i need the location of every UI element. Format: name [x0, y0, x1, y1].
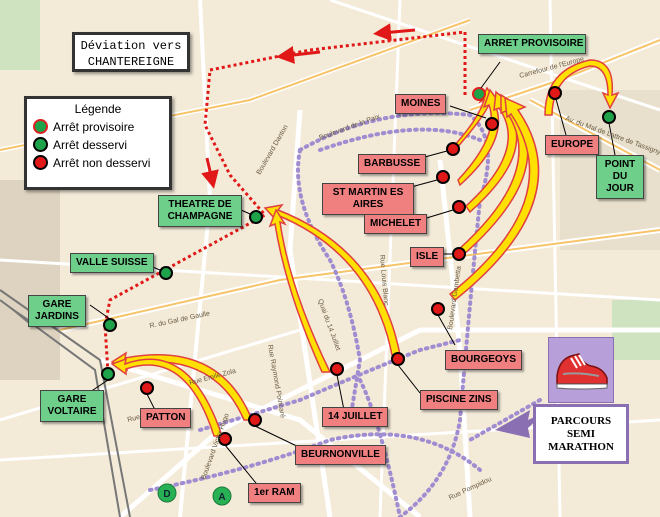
- label-moines[interactable]: MOINES: [395, 94, 447, 114]
- running-shoe-icon: [548, 337, 614, 403]
- label-piscine-zins[interactable]: PISCINE ZINS: [420, 390, 498, 410]
- railway-area: [0, 180, 60, 380]
- legend-title: Légende: [74, 102, 122, 116]
- legend: Légende Arrêt provisoire Arrêt desservi …: [24, 96, 172, 190]
- stop-beurnonville[interactable]: [248, 413, 262, 427]
- stop-moines[interactable]: [485, 117, 499, 131]
- stop-michelet[interactable]: [452, 200, 466, 214]
- park-area: [0, 0, 40, 70]
- stop-piscine-zins[interactable]: [391, 352, 405, 366]
- deviation-box: Déviation vers CHANTEREIGNE: [72, 32, 190, 72]
- line-marker-a: [212, 486, 232, 506]
- legend-served-label: Arrêt desservi: [53, 137, 128, 152]
- semi-marathon-badge: PARCOURS SEMI MARATHON: [533, 404, 629, 464]
- line-markers: D A: [157, 483, 232, 506]
- line-marker-a-label: A: [218, 492, 225, 503]
- deviation-direction-arrows: [201, 23, 416, 189]
- label-bourgeoys[interactable]: BOURGEOYS: [445, 350, 523, 370]
- stop-point-du-jour[interactable]: [602, 110, 616, 124]
- street-label: Rue Louis Blanc: [378, 255, 389, 307]
- line-marker-d-label: D: [163, 489, 170, 500]
- deviation-route: [103, 30, 467, 374]
- stop-gare-voltaire[interactable]: [101, 367, 115, 381]
- label-europe[interactable]: EUROPE: [545, 135, 600, 155]
- legend-item-served: Arrêt desservi: [33, 137, 169, 152]
- legend-item-provisional: Arrêt provisoire: [33, 119, 169, 134]
- legend-provisional-icon: [33, 119, 48, 134]
- stop-arret-provisoire[interactable]: [472, 87, 486, 101]
- label-arret-provisoire[interactable]: ARRET PROVISOIRE: [478, 34, 586, 54]
- label-barbusse[interactable]: BARBUSSE: [358, 154, 427, 174]
- stop-theatre[interactable]: [249, 210, 263, 224]
- label-beurnonville[interactable]: BEURNONVILLE: [295, 445, 386, 465]
- label-theatre[interactable]: THEATRE DE CHAMPAGNE: [158, 195, 242, 227]
- legend-not-served-label: Arrêt non desservi: [53, 155, 151, 170]
- label-valle-suisse[interactable]: VALLE SUISSE: [70, 253, 154, 273]
- stop-14-juillet[interactable]: [330, 362, 344, 376]
- stop-valle-suisse[interactable]: [159, 266, 173, 280]
- stop-barbusse[interactable]: [446, 142, 460, 156]
- stop-bourgeoys[interactable]: [431, 302, 445, 316]
- legend-not-served-icon: [33, 155, 48, 170]
- legend-provisional-label: Arrêt provisoire: [53, 119, 135, 134]
- label-gare-jardins[interactable]: GARE JARDINS: [28, 295, 86, 327]
- line-marker-d: [157, 483, 177, 503]
- label-patton[interactable]: PATTON: [140, 408, 192, 428]
- stop-isle[interactable]: [452, 247, 466, 261]
- label-michelet[interactable]: MICHELET: [364, 214, 428, 234]
- stop-patton[interactable]: [140, 381, 154, 395]
- stop-gare-jardins[interactable]: [103, 318, 117, 332]
- semi-marathon-label: PARCOURS SEMI MARATHON: [548, 415, 614, 453]
- deviation-title: Déviation vers CHANTEREIGNE: [80, 39, 182, 69]
- label-14-juillet[interactable]: 14 JUILLET: [322, 407, 389, 427]
- stop-europe[interactable]: [548, 86, 562, 100]
- shoe-graphic: [556, 353, 608, 390]
- stops: [101, 86, 616, 446]
- stop-st-martin[interactable]: [436, 170, 450, 184]
- legend-item-not-served: Arrêt non desservi: [33, 155, 169, 170]
- label-1er-ram[interactable]: 1er RAM: [248, 483, 301, 503]
- label-point-du-jour[interactable]: POINT DU JOUR: [596, 155, 644, 199]
- legend-served-icon: [33, 137, 48, 152]
- label-st-martin[interactable]: ST MARTIN ES AIRES: [322, 183, 414, 215]
- label-gare-voltaire[interactable]: GARE VOLTAIRE: [40, 390, 104, 422]
- label-isle[interactable]: ISLE: [410, 247, 445, 267]
